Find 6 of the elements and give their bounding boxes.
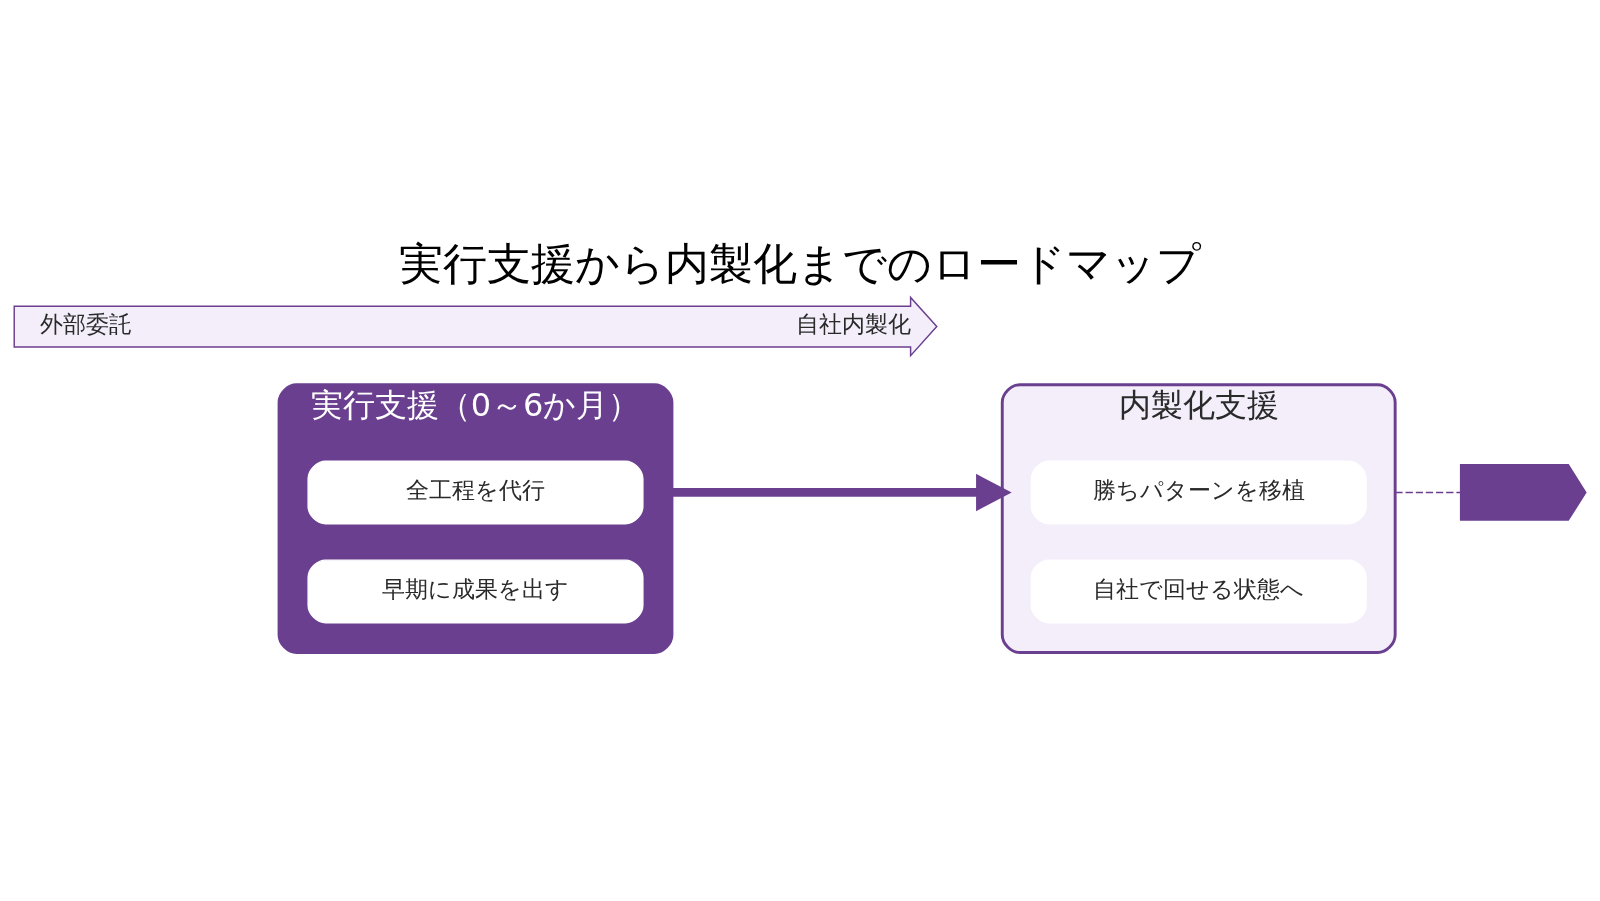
- diagram-title: 実行支援から内製化までのロードマップ: [399, 237, 1201, 289]
- node-box: 早期に成果を出す: [307, 558, 644, 623]
- node-flag: [1459, 463, 1587, 521]
- connector: [1394, 491, 1462, 493]
- node-box: 全工程を代行: [307, 459, 644, 524]
- arrow: [671, 473, 1012, 511]
